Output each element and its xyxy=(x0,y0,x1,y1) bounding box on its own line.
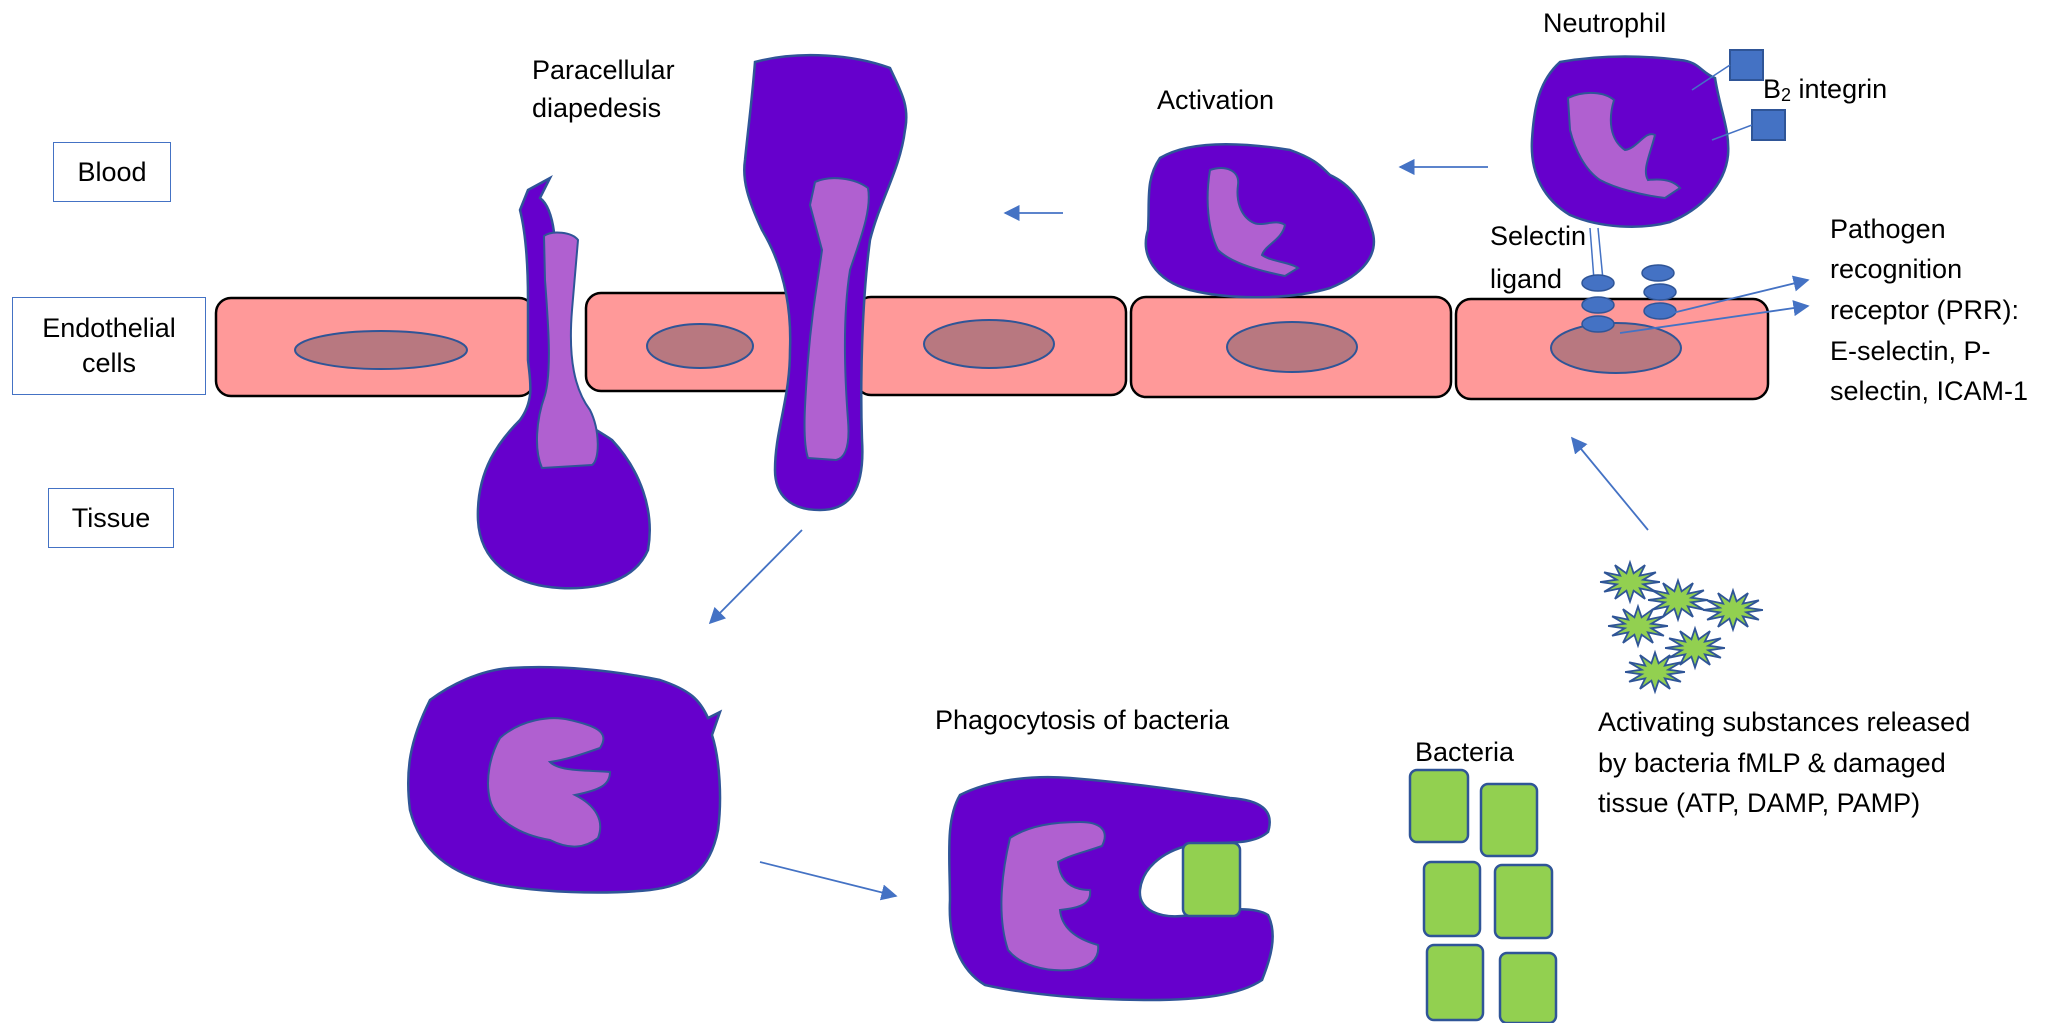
activating-substance-star xyxy=(1703,591,1763,630)
endothelial-label-1: Endothelial xyxy=(42,311,176,346)
tissue-neutrophil xyxy=(408,667,720,892)
activating-substance-star xyxy=(1625,653,1685,692)
b2-integrin-label: B2 integrin xyxy=(1763,72,1887,113)
substances-label-3: tissue (ATP, DAMP, PAMP) xyxy=(1598,786,1920,821)
integrin-square xyxy=(1730,50,1763,80)
endothelial-nucleus xyxy=(647,324,753,368)
activating-substances xyxy=(1600,563,1763,692)
activating-substance-star xyxy=(1665,629,1725,668)
bacterium xyxy=(1424,862,1480,936)
bacterium xyxy=(1495,865,1552,938)
diapedesis-neutrophil-2 xyxy=(744,55,906,510)
integrin-square xyxy=(1752,110,1785,140)
endothelial-nucleus xyxy=(295,331,467,369)
prr-label-2: recognition xyxy=(1830,252,1962,287)
activating-substance-star xyxy=(1608,607,1668,646)
activating-substance-star xyxy=(1600,563,1660,602)
prr-label-4: E-selectin, P- xyxy=(1830,334,1991,369)
bacterium xyxy=(1410,770,1468,842)
selectin-ligand xyxy=(1590,228,1603,280)
b2-letter: B xyxy=(1763,74,1781,104)
blood-label: Blood xyxy=(77,155,146,190)
endothelial-box: Endothelial cells xyxy=(12,297,206,395)
activation-label: Activation xyxy=(1157,83,1274,118)
neutrophil xyxy=(1532,56,1728,226)
activated-neutrophil xyxy=(1146,144,1374,297)
neutrophil-label: Neutrophil xyxy=(1543,6,1666,41)
b2-subscript: 2 xyxy=(1781,85,1791,105)
selectin-label: Selectin xyxy=(1490,219,1586,254)
integrin-word: integrin xyxy=(1791,74,1887,104)
diapedesis-label: diapedesis xyxy=(532,91,661,126)
arrow-substances-to-endothelium xyxy=(1572,438,1648,530)
activating-substance-star xyxy=(1648,581,1708,620)
arrow-to-phagocytosis xyxy=(760,862,896,896)
tissue-box: Tissue xyxy=(48,488,174,548)
phagocytosis-label: Phagocytosis of bacteria xyxy=(935,703,1229,738)
bacterium xyxy=(1481,784,1537,856)
substances-label-2: by bacteria fMLP & damaged xyxy=(1598,746,1946,781)
prr-label-1: Pathogen xyxy=(1830,212,1946,247)
bacteria-label: Bacteria xyxy=(1415,735,1514,770)
endothelial-nucleus xyxy=(1227,322,1357,372)
bacterium xyxy=(1500,953,1556,1023)
endothelial-nucleus xyxy=(1551,323,1681,373)
bacterium xyxy=(1427,945,1483,1020)
engulfed-bacterium xyxy=(1183,843,1240,916)
bacteria-cluster xyxy=(1410,770,1556,1023)
paracellular-label: Paracellular xyxy=(532,53,675,88)
substances-label-1: Activating substances released xyxy=(1598,705,1970,740)
tissue-label: Tissue xyxy=(72,501,151,536)
ligand-label: ligand xyxy=(1490,262,1562,297)
prr-label-3: receptor (PRR): xyxy=(1830,293,2019,328)
endothelial-label-2: cells xyxy=(82,346,136,381)
arrow-to-tissue xyxy=(710,530,802,623)
blood-box: Blood xyxy=(53,142,171,202)
prr-label-5: selectin, ICAM-1 xyxy=(1830,374,2028,409)
endothelial-nucleus xyxy=(924,320,1054,368)
